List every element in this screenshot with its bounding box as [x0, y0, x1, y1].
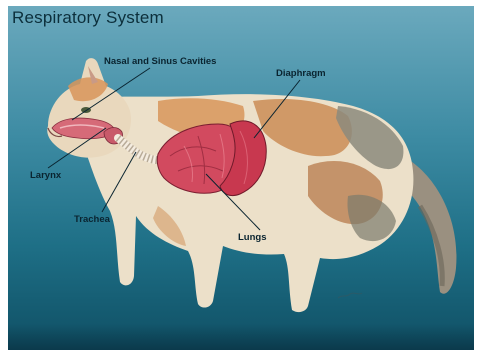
floor-shadow: [8, 324, 474, 350]
diagram-title: Respiratory System: [12, 8, 164, 28]
label-diaphragm: Diaphragm: [276, 68, 326, 79]
artist-signature: [338, 293, 362, 298]
diagram-frame: Respiratory System Nasal and Sinus Cavit…: [8, 6, 474, 350]
label-larynx: Larynx: [30, 170, 61, 181]
cat-illustration: [8, 6, 474, 350]
label-trachea: Trachea: [74, 214, 110, 225]
label-nasal-and-sinus-cavities: Nasal and Sinus Cavities: [104, 56, 216, 67]
label-lungs: Lungs: [238, 232, 267, 243]
